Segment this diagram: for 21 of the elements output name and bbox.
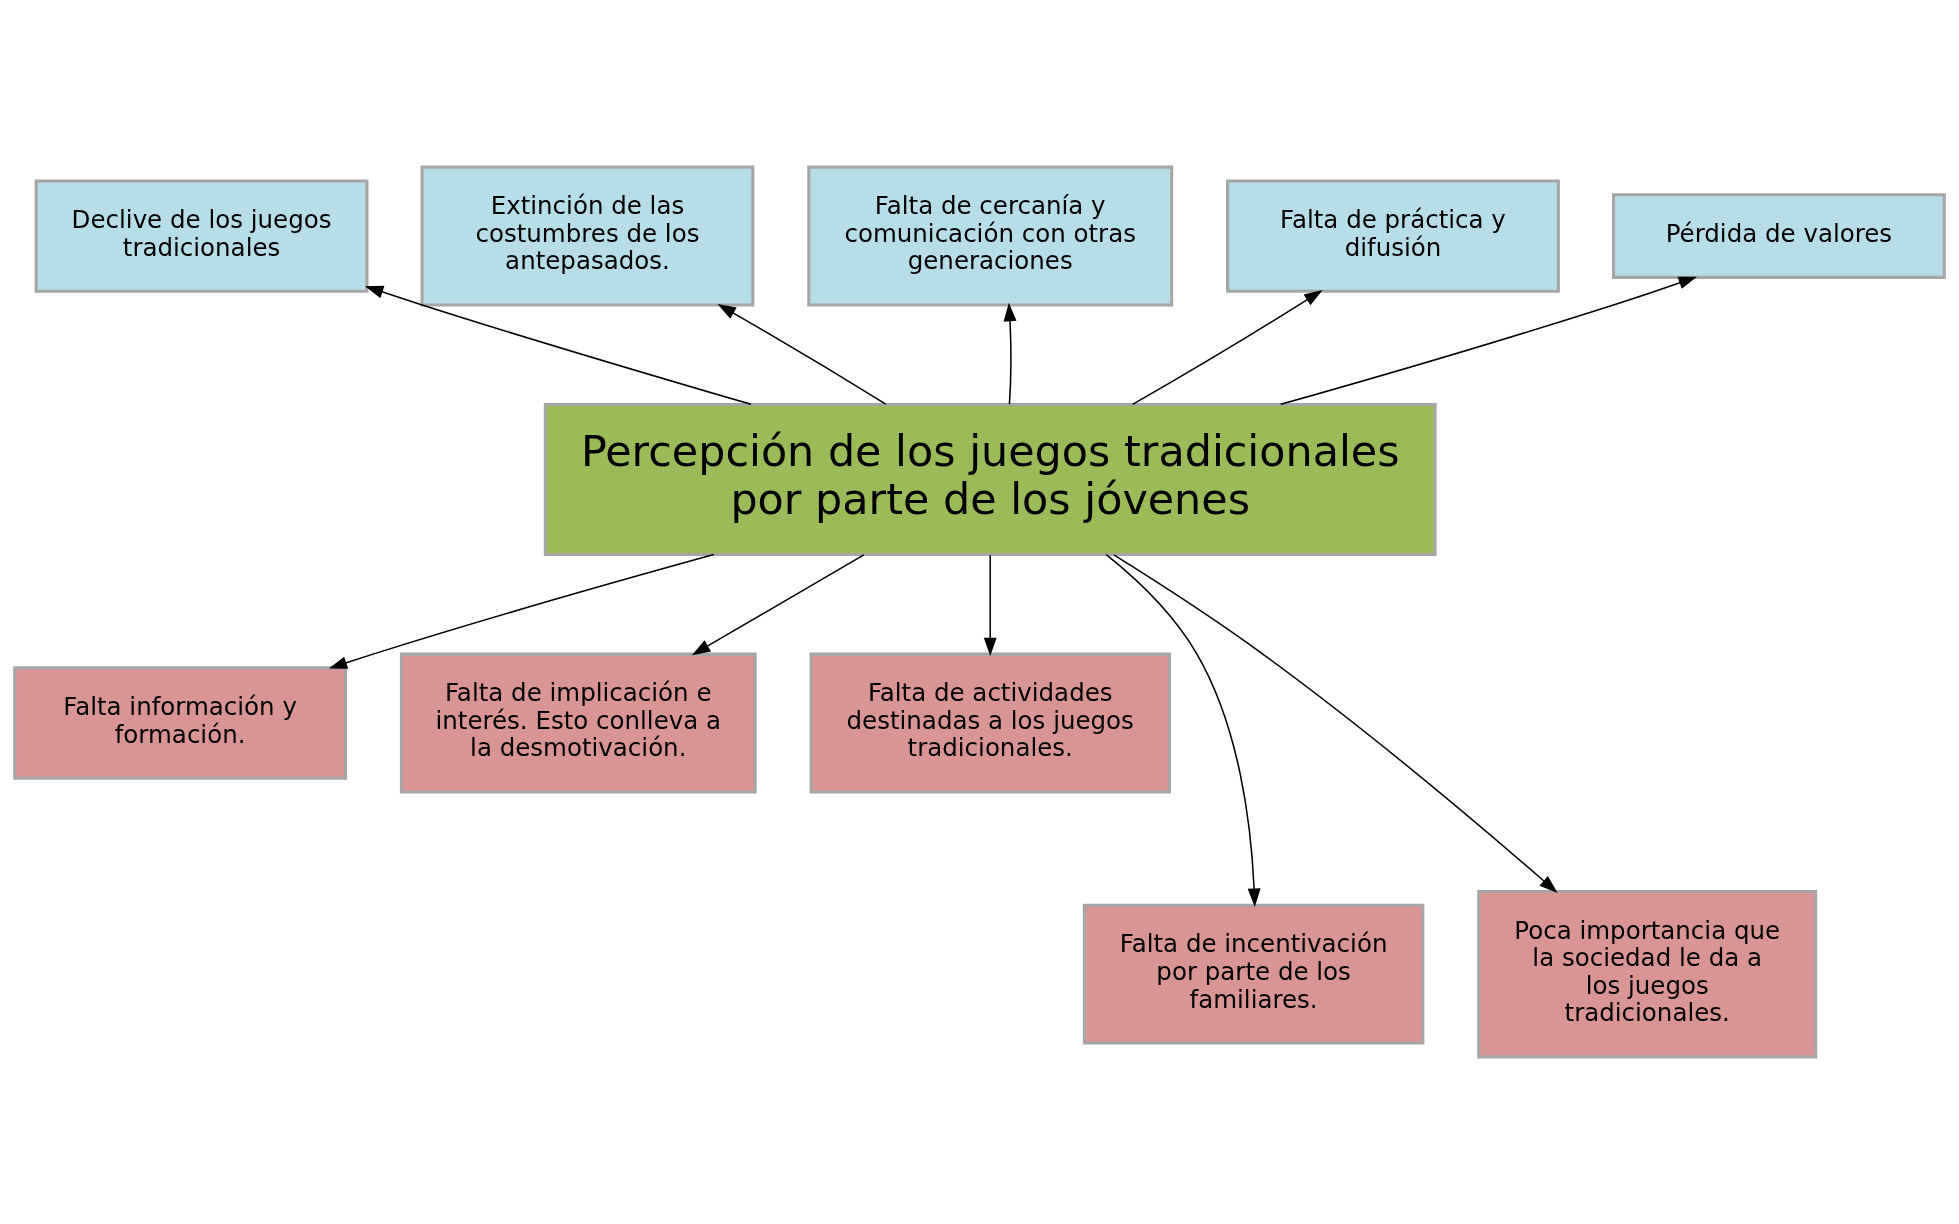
arrow — [691, 554, 865, 656]
arrow — [365, 285, 752, 406]
arrow — [983, 554, 997, 657]
node-box: Falta de implicación e interés. Esto conlleva a la desmotivación. — [399, 652, 757, 794]
arrow — [1003, 302, 1017, 405]
arrow — [1105, 553, 1261, 907]
arrow — [1113, 554, 1558, 893]
node-box: Poca importancia que la sociedad le da a los juegos tradicionales. — [1477, 889, 1818, 1059]
node-box: Percepción de los juegos tradicionales por parte de los jóvenes — [543, 402, 1437, 557]
node-box: Falta de cercanía y comunicación con otras generaciones — [807, 165, 1174, 307]
node-box: Falta de práctica y difusión — [1226, 179, 1560, 293]
arrow — [717, 304, 887, 405]
node-box: Falta información y formación. — [13, 666, 348, 780]
arrow — [328, 553, 715, 669]
node-box: Declive de los juegos tradicionales — [34, 179, 369, 293]
node-box: Pérdida de valores — [1611, 193, 1946, 279]
arrow — [1279, 276, 1697, 406]
node-box: Falta de actividades destinadas a los juegos tradicionales. — [809, 652, 1171, 794]
node-box: Falta de incentivación por parte de los familiares. — [1082, 903, 1425, 1045]
arrow — [1131, 290, 1323, 406]
node-box: Extinción de las costumbres de los antepasados. — [420, 165, 755, 307]
